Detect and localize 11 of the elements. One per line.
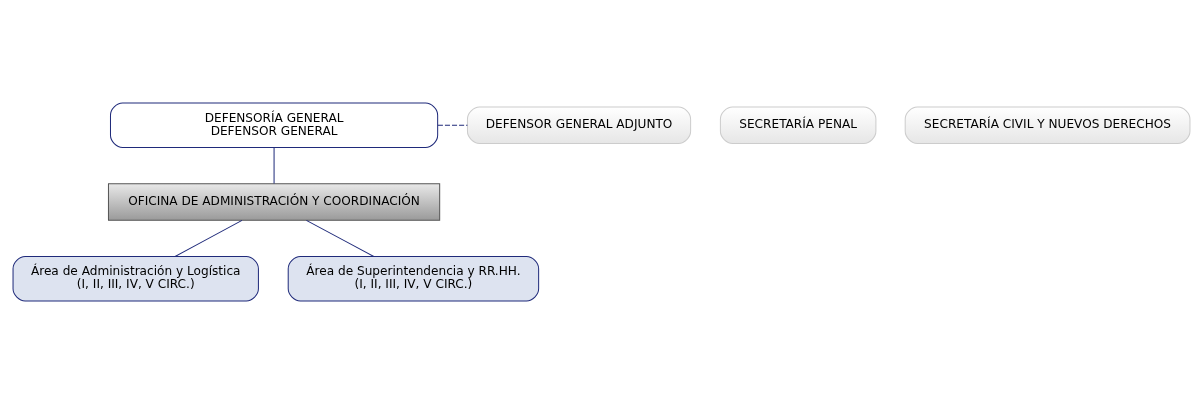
- connector: [437, 124, 468, 126]
- connector: [273, 146, 275, 184]
- node-box: DEFENSORÍA GENERAL DEFENSOR GENERAL: [109, 102, 439, 148]
- node-box: SECRETARÍA CIVIL Y NUEVOS DERECHOS: [904, 106, 1191, 144]
- node-box: Área de Superintendencia y RR.HH. (I, II, III, IV, V CIRC.): [287, 255, 540, 301]
- node-box: OFICINA DE ADMINISTRACIÓN Y COORDINACIÓN: [107, 182, 441, 221]
- node-box: DEFENSOR GENERAL ADJUNTO: [466, 106, 692, 144]
- node-box: SECRETARÍA PENAL: [719, 106, 877, 144]
- connector: [174, 219, 243, 257]
- connector: [305, 219, 375, 257]
- node-box: Área de Administración y Logística (I, II, III, IV, V CIRC.): [12, 255, 259, 301]
